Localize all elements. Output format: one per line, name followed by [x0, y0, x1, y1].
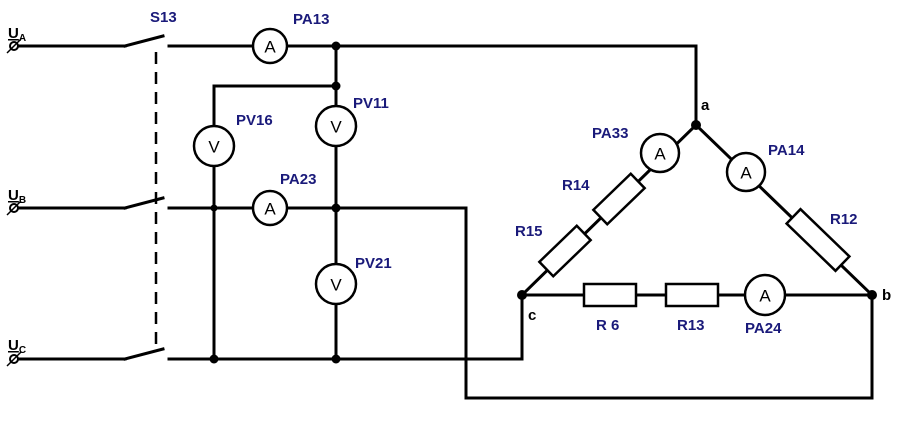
junction-dots: [209, 41, 877, 364]
pv11-label: PV11: [353, 95, 389, 112]
pa33-label: PA33: [592, 125, 628, 142]
pa23-label: PA23: [280, 171, 316, 188]
pa24-label: PA24: [745, 320, 782, 337]
pa14-label: PA14: [768, 142, 805, 159]
pv21-label: PV21: [355, 255, 392, 272]
ammeter-pa23: A: [251, 189, 289, 227]
terminal-a-icon: [6, 38, 22, 54]
voltmeter-wiring: [212, 44, 338, 361]
r13-label: R13: [677, 317, 705, 334]
svg-text:A: A: [654, 145, 666, 164]
svg-text:A: A: [759, 287, 771, 306]
resistor-r6: [582, 282, 638, 308]
svg-text:A: A: [264, 38, 276, 57]
phase-b-label: UB: [8, 187, 26, 206]
svg-text:V: V: [330, 118, 342, 137]
pv16-label: PV16: [236, 112, 273, 129]
switch-label: S13: [150, 9, 177, 26]
delta-wiring: [519, 122, 875, 298]
resistor-r15: [537, 223, 593, 279]
phase-a-label: UA: [8, 25, 26, 44]
terminal-c-icon: [6, 351, 22, 367]
r14-label: R14: [562, 177, 590, 194]
r6-label: R 6: [596, 317, 619, 334]
svg-text:V: V: [208, 138, 220, 157]
resistor-r12: [784, 207, 852, 273]
phase-c-label: UC: [8, 337, 26, 356]
pa13-label: PA13: [293, 11, 329, 28]
voltmeter-pv16: V: [192, 124, 236, 168]
resistor-r14: [591, 171, 647, 227]
voltmeter-pv21: V: [314, 262, 358, 306]
phase-a-wire: [12, 34, 698, 127]
node-c-label: c: [528, 307, 536, 324]
svg-text:V: V: [330, 276, 342, 295]
svg-text:A: A: [740, 164, 752, 183]
node-b-label: b: [882, 287, 891, 304]
terminal-b-icon: [6, 200, 22, 216]
phase-b-wire: [12, 196, 874, 400]
resistor-r13: [664, 282, 720, 308]
ammeter-pa14: A: [725, 151, 767, 193]
voltmeter-pv11: V: [314, 104, 358, 148]
ammeter-pa24: A: [743, 273, 787, 317]
r15-label: R15: [515, 223, 543, 240]
r12-label: R12: [830, 211, 858, 228]
svg-text:A: A: [264, 200, 276, 219]
ammeter-pa13: A: [251, 27, 289, 65]
node-a-label: a: [701, 97, 710, 114]
ammeter-pa33: A: [639, 132, 681, 174]
phase-c-wire: [12, 293, 524, 361]
